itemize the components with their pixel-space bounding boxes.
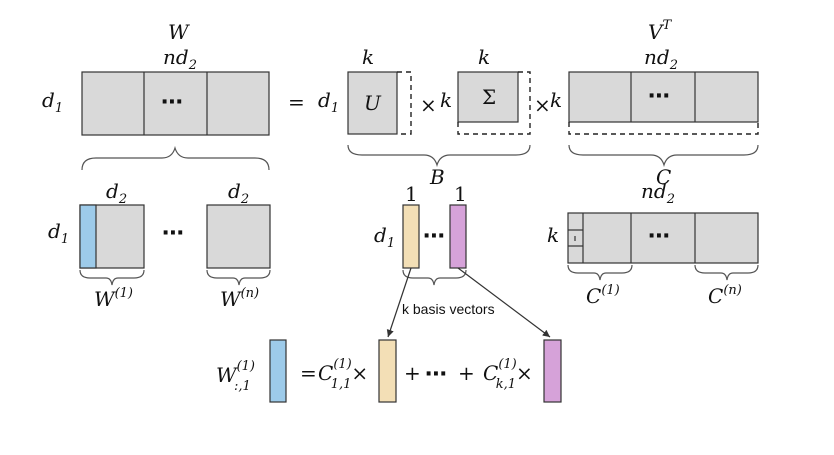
cn-label: C(n)	[708, 283, 742, 308]
equals-sign: =	[288, 90, 305, 114]
eq-lhs-vector	[269, 339, 287, 403]
eq-equals: =	[300, 361, 317, 385]
b-brace	[347, 144, 531, 168]
u-cols-label: k	[362, 45, 374, 69]
wn-brace	[206, 269, 271, 286]
wn-label: W(n)	[220, 286, 259, 311]
w1-brace	[79, 269, 145, 286]
basis-vector-k	[449, 204, 467, 269]
u-matrix	[347, 71, 398, 135]
vt-cols-label: nd2	[644, 45, 678, 73]
c-rows-label: k	[547, 223, 559, 247]
w-brace	[81, 145, 270, 171]
u-rows-label: d1	[318, 88, 339, 116]
vt-ellipsis: ⋯	[648, 84, 670, 109]
times-sign-2: ×	[534, 93, 551, 117]
basis-ellipsis: ⋯	[423, 224, 445, 249]
sigma-label: Σ	[482, 85, 496, 109]
wn-block	[206, 204, 271, 269]
eq-ck1-label: C(1)k,1×	[483, 357, 533, 392]
eq-ellipsis: ⋯	[425, 362, 447, 387]
arrow-basis-k	[457, 267, 551, 338]
vt-rows-label: k	[550, 88, 562, 112]
c-brace	[568, 144, 759, 168]
sigma-truncated-region	[457, 71, 531, 135]
basis-first-cols-label: 1	[405, 182, 418, 206]
vt-matrix	[568, 71, 759, 123]
sigma-cols-label: k	[478, 45, 490, 69]
u-truncated-region	[397, 71, 412, 135]
w-cols-label: nd2	[163, 45, 197, 73]
eq-plus-2: +	[458, 361, 475, 385]
w1-rows-label: d1	[48, 219, 69, 247]
b-label: B	[429, 165, 445, 189]
c1-label: C(1)	[586, 283, 620, 308]
w-ellipsis: ⋯	[161, 90, 183, 115]
eq-lhs-label: W(1):,1	[216, 359, 255, 394]
sigma-matrix	[457, 71, 519, 123]
w1-label: W(1)	[94, 286, 133, 311]
w-title: W	[168, 20, 190, 44]
w-blocks-ellipsis: ⋯	[162, 221, 184, 246]
c-label: C	[656, 165, 671, 189]
w-matrix	[81, 71, 270, 136]
eq-basis-vector-k	[543, 339, 562, 403]
vt-truncated-region	[568, 122, 759, 135]
basis-last-cols-label: 1	[454, 182, 467, 206]
u-label: U	[364, 91, 382, 115]
basis-caption: k basis vectors	[402, 301, 495, 317]
c-ellipsis: ⋯	[648, 224, 670, 249]
basis-vector-1	[402, 204, 420, 269]
w1-first-column	[79, 204, 97, 269]
w1-cols-label: d2	[106, 179, 127, 207]
basis-brace	[402, 269, 467, 286]
eq-basis-vector-1	[378, 339, 397, 403]
c1-brace	[567, 264, 633, 281]
basis-rows-label: d1	[374, 223, 395, 251]
w-rows-label: d1	[42, 88, 63, 116]
times-sign-1: ×	[420, 93, 437, 117]
sigma-rows-label: k	[440, 88, 452, 112]
eq-c11-label: C(1)1,1×	[318, 357, 368, 392]
eq-plus-1: +	[404, 361, 421, 385]
vt-title: VT	[648, 18, 672, 44]
c-matrix	[567, 212, 759, 264]
c-cols-label: nd2	[641, 179, 675, 207]
cn-brace	[694, 264, 759, 281]
arrow-basis-1	[386, 267, 412, 338]
wn-cols-label: d2	[228, 179, 249, 207]
